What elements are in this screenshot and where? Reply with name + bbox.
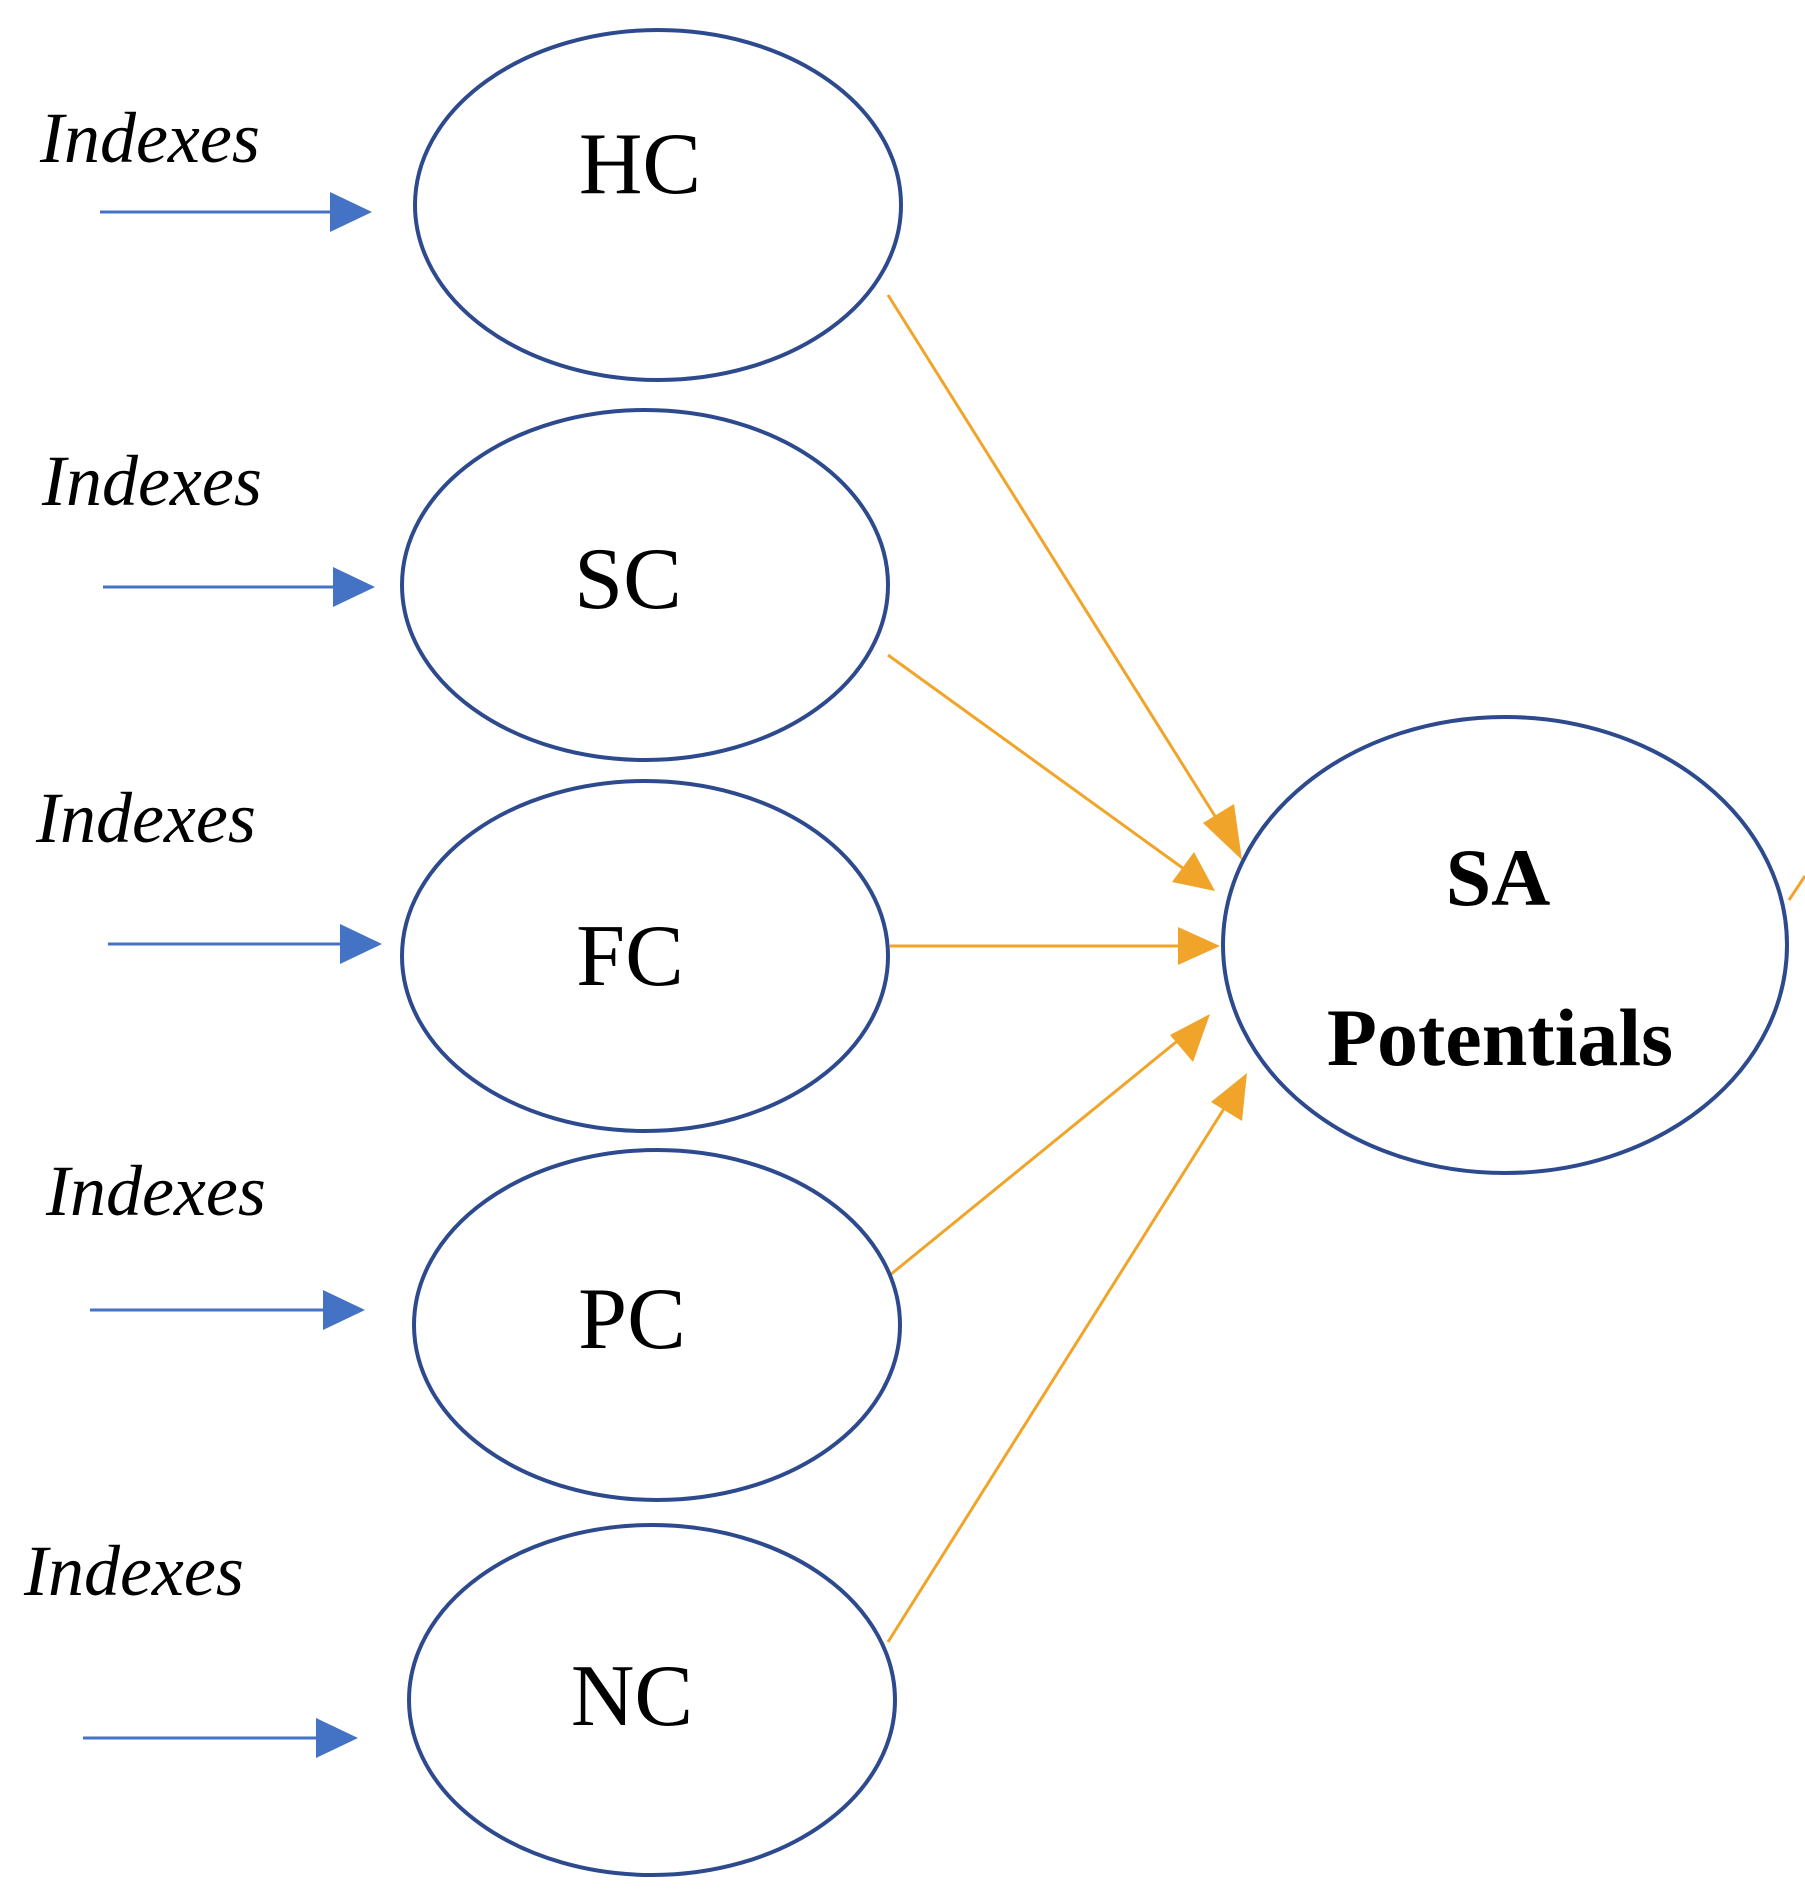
node-sc-ellipse — [400, 408, 890, 762]
node-sc: SC — [400, 408, 890, 762]
node-pc-ellipse — [412, 1148, 902, 1502]
edge-fc-arrowhead — [1178, 927, 1220, 965]
node-fc-ellipse — [400, 779, 890, 1133]
node-sa-ellipse — [1221, 715, 1789, 1175]
node-pc: PC — [412, 1148, 902, 1502]
node-nc-ellipse — [407, 1523, 897, 1877]
index-label-hc: Indexes — [39, 98, 260, 178]
node-fc: FC — [400, 779, 890, 1133]
node-hc: HC — [413, 28, 903, 382]
node-nc-label: NC — [571, 1648, 693, 1745]
index-labels-group: Indexes Indexes Indexes Indexes Indexes — [23, 98, 266, 1611]
node-nc: NC — [407, 1523, 897, 1877]
edge-hc-arrowhead — [1203, 804, 1242, 860]
edge-pc-arrowhead — [1170, 1014, 1210, 1062]
input-arrowhead-fc — [340, 924, 382, 964]
edge-pc-to-sa — [889, 1023, 1198, 1277]
node-hc-ellipse — [413, 28, 903, 382]
index-label-fc: Indexes — [35, 778, 256, 858]
edge-sc-to-sa — [887, 653, 1203, 884]
node-sa-potentials: SA Potentials — [1221, 715, 1789, 1175]
node-sa-label-line2: Potentials — [1327, 992, 1673, 1083]
node-hc-label: HC — [579, 116, 701, 213]
edge-hc-to-sa — [886, 294, 1237, 849]
input-arrowhead-sc — [333, 567, 375, 607]
index-label-pc: Indexes — [45, 1151, 266, 1231]
edge-nc-to-sa — [886, 1087, 1239, 1643]
node-fc-label: FC — [576, 908, 684, 1005]
input-arrowhead-hc — [330, 192, 372, 232]
node-sa-label-line1: SA — [1446, 832, 1551, 923]
index-label-nc: Indexes — [23, 1531, 244, 1611]
outgoing-edge-stub — [1787, 875, 1805, 901]
node-sc-label: SC — [574, 531, 682, 628]
input-arrowhead-pc — [323, 1290, 365, 1330]
node-pc-label: PC — [578, 1271, 686, 1368]
edges-group — [886, 294, 1247, 1643]
index-label-sc: Indexes — [41, 441, 262, 521]
edge-sc-arrowhead — [1172, 852, 1215, 891]
input-arrowhead-nc — [316, 1718, 358, 1758]
input-arrows-group — [83, 192, 382, 1758]
edge-nc-arrowhead — [1211, 1073, 1247, 1121]
